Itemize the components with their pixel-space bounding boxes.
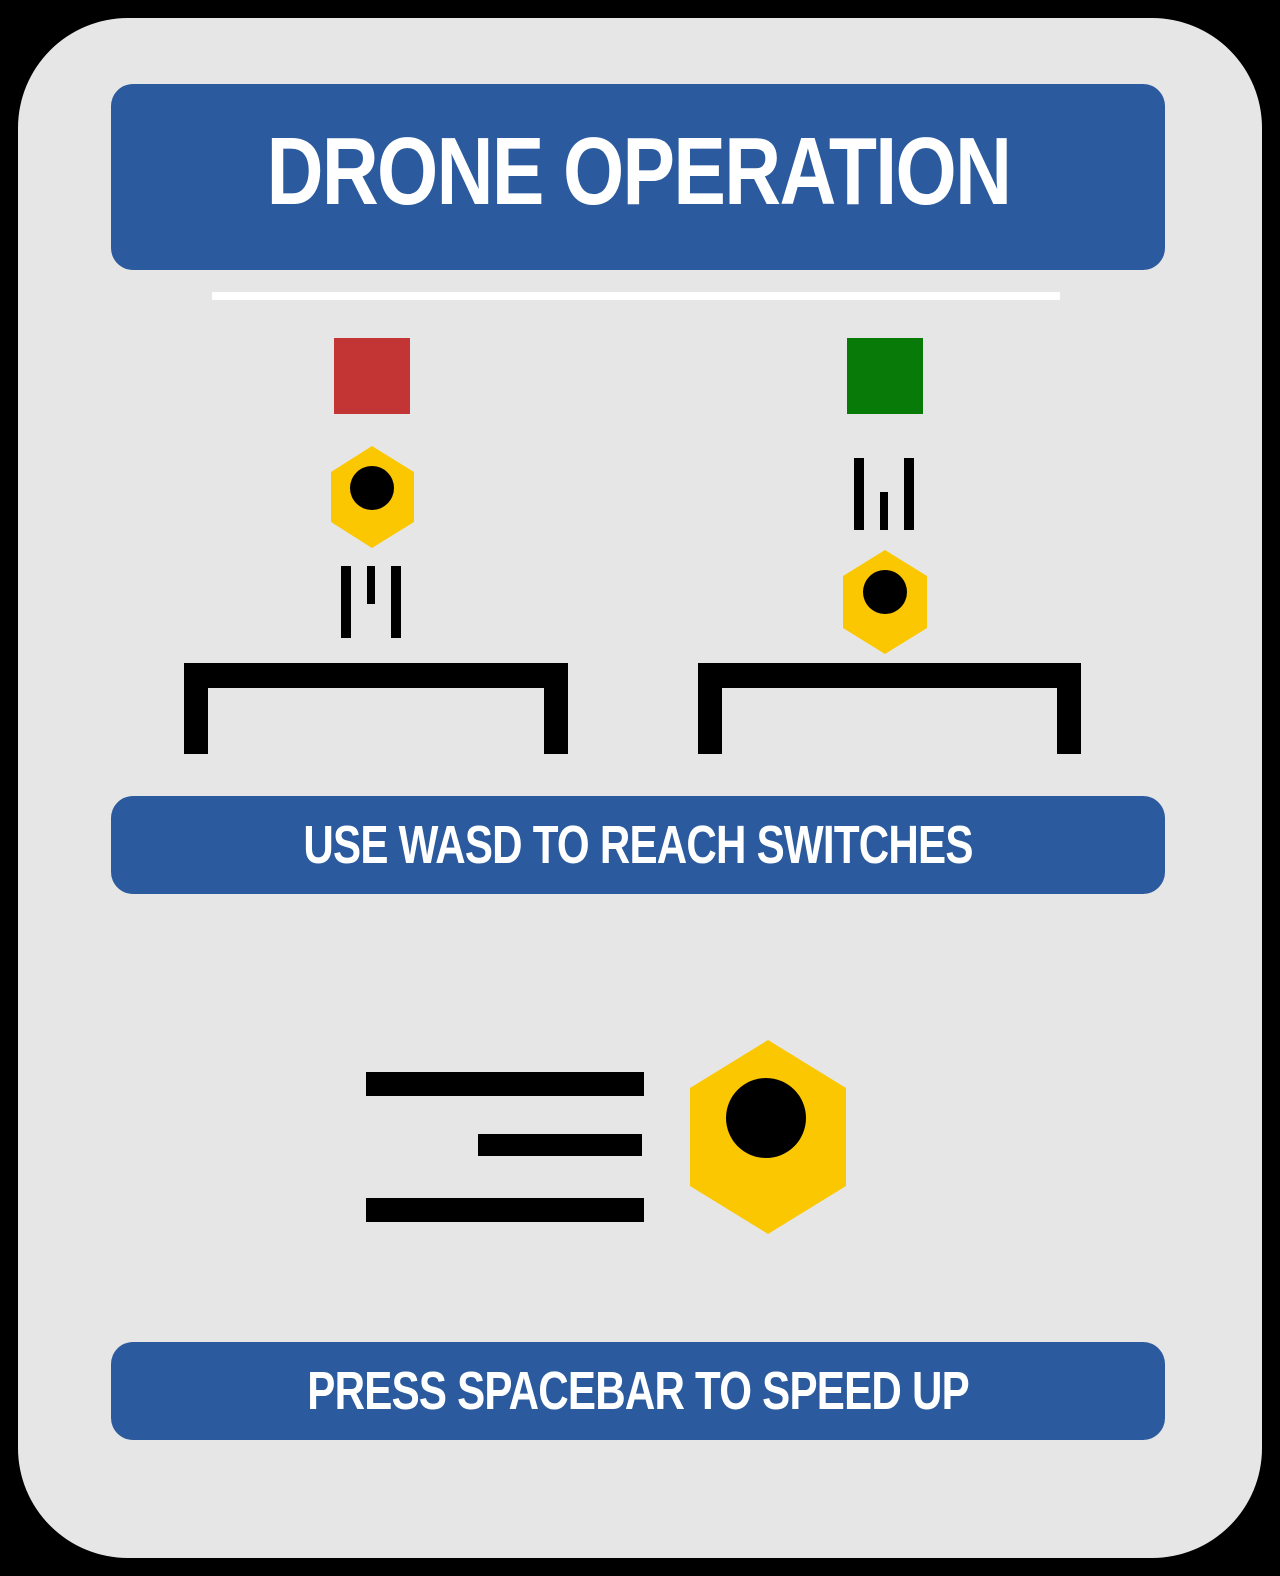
drone-icon <box>690 1040 846 1234</box>
platform-icon <box>698 663 1081 754</box>
thrust-lines-icon <box>854 458 914 530</box>
drone-icon <box>331 446 414 548</box>
title-underline <box>212 292 1060 300</box>
platform-icon <box>184 663 568 754</box>
thrust-lines-icon <box>341 566 401 638</box>
speed-instruction-text: PRESS SPACEBAR TO SPEED UP <box>307 1361 969 1421</box>
red-switch-icon <box>334 338 410 414</box>
page-title: DRONE OPERATION <box>266 118 1011 225</box>
green-switch-icon <box>847 338 923 414</box>
speed-panel <box>366 1040 846 1234</box>
speed-lines-icon <box>366 1072 644 1222</box>
speed-instruction-banner: PRESS SPACEBAR TO SPEED UP <box>111 1342 1165 1440</box>
left-panel <box>184 338 568 754</box>
move-instruction-text: USE WASD TO REACH SWITCHES <box>303 815 973 875</box>
move-instruction-banner: USE WASD TO REACH SWITCHES <box>111 796 1165 894</box>
drone-icon <box>843 550 927 654</box>
right-panel <box>698 338 1081 754</box>
title-banner: DRONE OPERATION <box>111 84 1165 300</box>
instruction-card: DRONE OPERATION USE WASD TO REACH SWITCH… <box>18 18 1262 1558</box>
